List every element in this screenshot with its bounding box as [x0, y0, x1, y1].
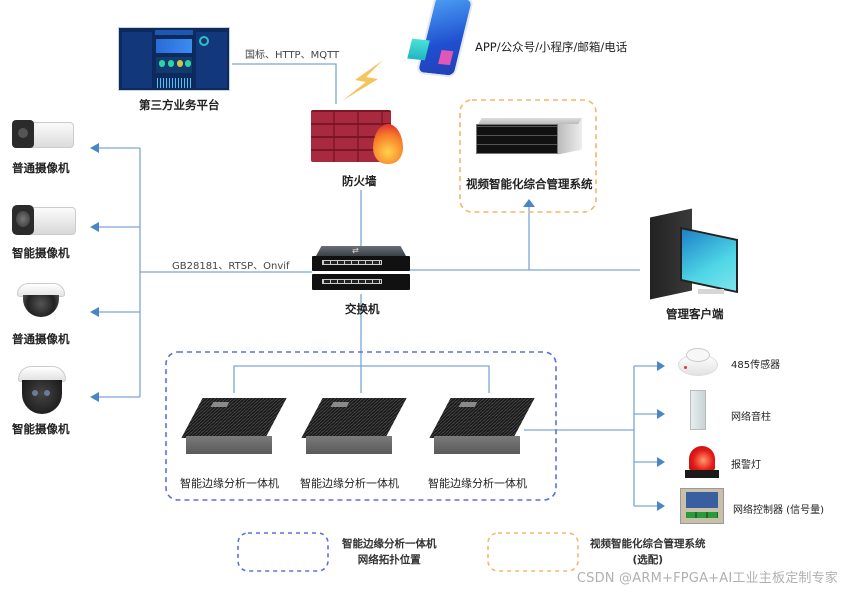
lightning-icon: [342, 60, 383, 101]
edge-box-1-icon: [181, 396, 287, 458]
peripheral-3-label: 报警灯: [731, 460, 761, 471]
edge-box-2-icon: [301, 396, 407, 458]
camera-4-label: 智能摄像机: [12, 422, 70, 436]
legend-orange-box: [487, 532, 579, 572]
legend-2-line2: (选配): [632, 554, 664, 566]
arrow-vms: [523, 199, 535, 207]
edge-group-border: [165, 351, 557, 501]
arrow-peripheral-2: [657, 409, 665, 419]
watermark: CSDN @ARM+FPGA+AI工业主板定制专家: [576, 571, 838, 586]
client-label: 管理客户端: [666, 307, 724, 321]
arrow-camera-4: [90, 392, 99, 402]
network-controller-icon: [680, 488, 724, 526]
arrow-camera-1: [90, 143, 99, 153]
vms-optional-border: [459, 99, 597, 213]
bullet-camera-icon: [10, 118, 74, 150]
switch-label: 交换机: [345, 302, 380, 316]
edge-box-3-label: 智能边缘分析一体机: [428, 477, 527, 490]
peripheral-1-label: 485传感器: [731, 360, 781, 371]
arrow-peripheral-1: [657, 361, 665, 371]
camera-1-label: 普通摄像机: [12, 161, 70, 175]
mobile-label: APP/公众号/小程序/邮箱/电话: [475, 40, 628, 54]
arrow-camera-3: [90, 307, 99, 317]
peripheral-4-label: 网络控制器 (信号量): [733, 505, 824, 516]
firewall-label: 防火墙: [342, 174, 377, 188]
protocol-cameras: GB28181、RTSP、Onvif: [172, 261, 290, 272]
dashboard-screen-icon: [118, 27, 230, 91]
arrow-peripheral-3: [657, 457, 665, 467]
ptz-dome-camera-icon: [18, 366, 66, 416]
firewall-icon: [311, 110, 406, 165]
third-party-label: 第三方业务平台: [139, 98, 220, 112]
legend-2-line1: 视频智能化综合管理系统: [590, 538, 706, 550]
legend-1-line2: 网络拓扑位置: [357, 554, 421, 566]
legend-1-line1: 智能边缘分析一体机: [342, 538, 437, 550]
legend-1-text: 智能边缘分析一体机 网络拓扑位置: [342, 536, 437, 568]
vms-label: 视频智能化综合管理系统: [466, 177, 593, 191]
smoke-sensor-icon: [678, 346, 718, 380]
arrow-peripheral-4: [657, 501, 665, 511]
legend-2-text: 视频智能化综合管理系统 (选配): [590, 536, 706, 568]
desktop-computer-icon: [648, 203, 748, 300]
network-switch-icon: ⇄: [312, 246, 410, 294]
wire-edge-bus: [233, 365, 490, 393]
shuffle-icon: ⇄: [352, 246, 359, 255]
legend-blue-box: [237, 532, 329, 572]
edge-box-1-label: 智能边缘分析一体机: [180, 477, 279, 490]
protocol-third-party: 国标、HTTP、MQTT: [245, 50, 340, 61]
wire-thirdparty-firewall: [232, 63, 337, 104]
edge-box-2-label: 智能边缘分析一体机: [300, 477, 399, 490]
column-speaker-icon: [690, 390, 706, 434]
arrow-camera-2: [90, 222, 99, 232]
peripheral-2-label: 网络音柱: [731, 412, 771, 423]
edge-box-3-icon: [429, 396, 535, 458]
smart-bullet-camera-icon: [10, 203, 76, 237]
camera-3-label: 普通摄像机: [12, 332, 70, 346]
alarm-light-icon: [685, 446, 719, 480]
camera-2-label: 智能摄像机: [12, 246, 70, 260]
rack-server-icon: [476, 117, 584, 158]
dome-camera-icon: [17, 283, 65, 319]
